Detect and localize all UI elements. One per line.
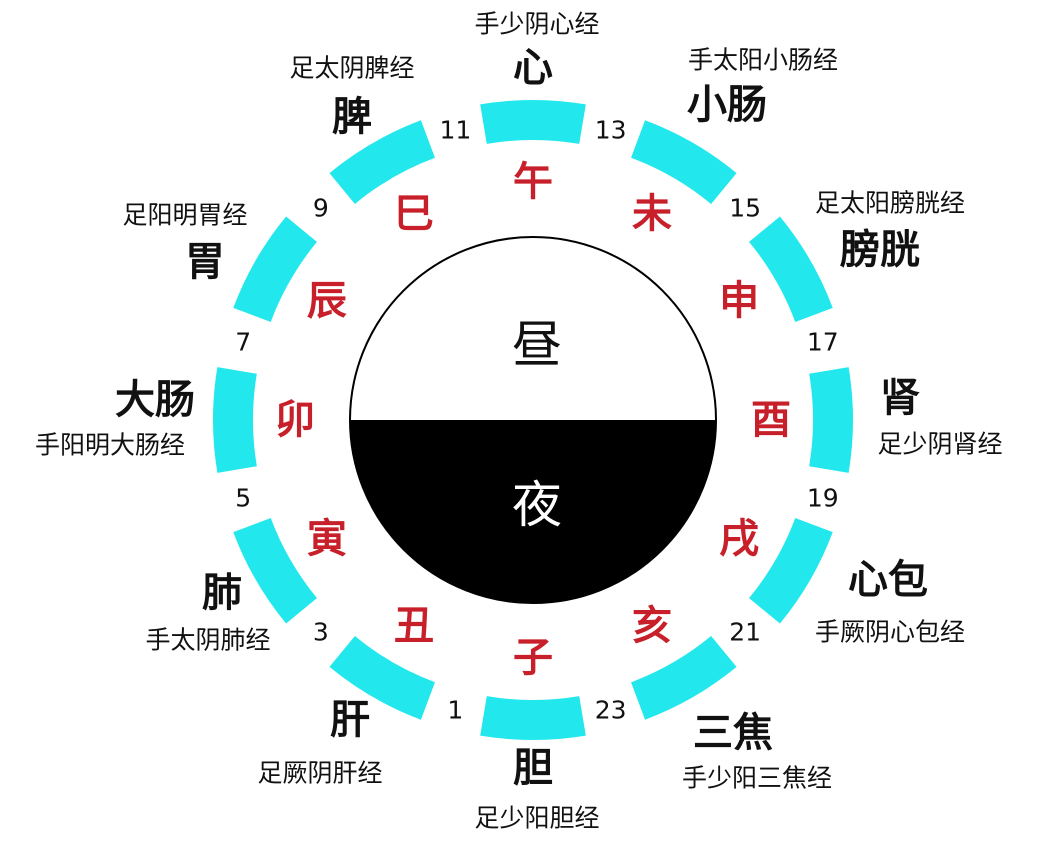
arc-segment	[329, 636, 435, 720]
earthly-branch-label: 辰	[306, 278, 347, 324]
earthly-branch-label: 午	[513, 159, 553, 205]
arc-segment	[809, 367, 853, 473]
arc-segment	[749, 518, 833, 624]
hour-label: 23	[594, 695, 627, 725]
arc-segment	[749, 216, 833, 322]
organ-label: 胆	[513, 745, 553, 791]
organ-label: 大肠	[115, 377, 195, 423]
earthly-branch-label: 子	[513, 635, 553, 681]
meridian-label: 足少阳胆经	[474, 803, 600, 833]
organ-label: 膀胱	[840, 227, 920, 273]
organ-label: 三焦	[693, 710, 773, 756]
organ-label: 脾	[332, 94, 372, 140]
meridian-label: 手太阳小肠经	[687, 45, 839, 75]
meridian-label: 手少阴心经	[474, 9, 600, 39]
meridian-label: 足厥阴肝经	[257, 758, 383, 788]
hour-label: 9	[312, 193, 329, 223]
earthly-branch-label: 丑	[394, 603, 434, 650]
earthly-branch-label: 巳	[394, 190, 434, 237]
earthly-branch-label: 戌	[719, 516, 760, 562]
arc-segment	[631, 120, 737, 204]
night-label: 夜	[512, 476, 562, 534]
hour-label: 13	[594, 115, 627, 145]
arc-segment	[212, 367, 257, 473]
meridian-label: 手阳明大肠经	[34, 430, 186, 460]
meridian-label: 手少阳三焦经	[681, 763, 833, 793]
arc-segment	[480, 100, 586, 144]
arc-segment	[631, 636, 737, 720]
hour-label: 11	[439, 115, 472, 145]
arc-segment	[233, 518, 317, 624]
day-label: 昼	[512, 316, 562, 374]
meridian-label: 手太阴肺经	[145, 625, 271, 655]
meridian-label: 手厥阴心包经	[814, 617, 966, 647]
earthly-branch-label: 寅	[306, 516, 347, 562]
meridian-label: 足太阳膀胱经	[814, 188, 966, 218]
earthly-branch-label: 申	[719, 278, 760, 324]
arc-segment	[233, 216, 317, 322]
organ-label: 心	[513, 45, 553, 91]
hour-label: 21	[729, 617, 762, 647]
earthly-branch-label: 亥	[632, 603, 672, 650]
meridian-label: 足阳明胃经	[122, 200, 248, 230]
hour-label: 1	[447, 695, 464, 725]
meridian-label: 足太阴脾经	[289, 53, 415, 83]
earthly-branch-label: 未	[632, 190, 672, 237]
meridian-label: 足少阴肾经	[877, 429, 1003, 459]
center-circle-outline	[349, 236, 717, 604]
hour-label: 3	[312, 617, 329, 647]
hour-label: 17	[806, 327, 839, 357]
organ-label: 肝	[330, 697, 370, 743]
earthly-branch-label: 卯	[275, 397, 315, 443]
organ-label: 心包	[848, 557, 928, 603]
organ-label: 肺	[202, 570, 242, 616]
hour-label: 7	[235, 327, 252, 357]
hour-label: 19	[806, 483, 839, 513]
organ-label: 肾	[880, 375, 920, 421]
hour-label: 5	[235, 483, 252, 513]
day-half	[350, 237, 716, 420]
arc-segment	[480, 696, 586, 740]
organ-label: 胃	[185, 239, 225, 285]
arc-segment	[329, 120, 435, 204]
hour-label: 15	[729, 193, 762, 223]
organ-label: 小肠	[687, 82, 767, 128]
earthly-branch-label: 酉	[751, 397, 791, 443]
night-half	[350, 420, 716, 603]
